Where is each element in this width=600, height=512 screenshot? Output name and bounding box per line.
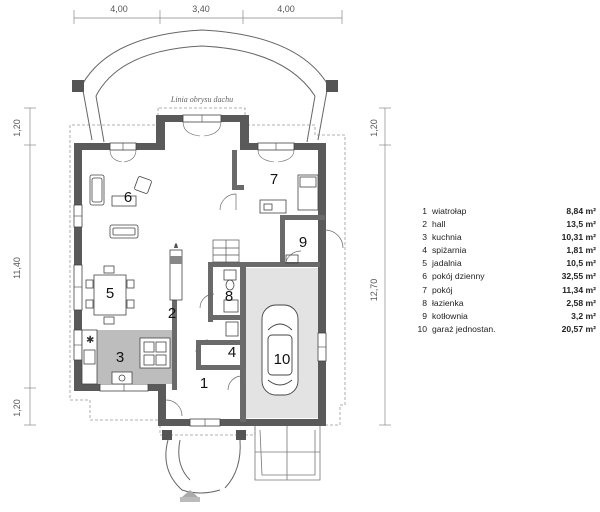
legend-room-number: 9 [422, 310, 427, 321]
legend-room-number: 6 [422, 271, 427, 282]
front-bay-arcs [81, 29, 329, 494]
legend-row: 4 spiżarnia 1,81 m² [408, 244, 596, 257]
bathroom-fixtures [223, 269, 239, 337]
legend-row: 8 łazienka 2,58 m² [408, 297, 596, 310]
legend-room-name: pokój [432, 284, 453, 295]
room-label-6: 6 [124, 189, 132, 206]
legend-room-area: 8,84 m² [566, 206, 596, 216]
entrance-arrow [180, 490, 200, 502]
front-steps [254, 425, 321, 481]
room-labels: 1 2 3 4 5 6 7 8 9 10 [106, 171, 307, 392]
legend-room-area: 1,81 m² [566, 245, 596, 256]
legend-room-number: 5 [422, 258, 427, 269]
room-label-7: 7 [270, 171, 278, 188]
legend-row: 2 hall 13,5 m² [408, 218, 596, 231]
room-label-5: 5 [106, 285, 114, 302]
legend-room-area: 32,55 m² [561, 271, 596, 282]
window-sash-lines [74, 115, 326, 426]
garage-car [261, 304, 299, 396]
dimension-left-2: 11,40 [12, 257, 22, 279]
legend-room-number: 7 [422, 284, 427, 295]
legend-room-name: wiatrołap [432, 206, 467, 216]
dimension-lines [24, 10, 391, 426]
legend-room-number: 2 [422, 219, 427, 230]
legend-room-area: 13,5 m² [566, 219, 596, 230]
room-label-10: 10 [274, 351, 291, 368]
room-label-2: 2 [168, 305, 176, 322]
bay-columns [72, 80, 338, 440]
legend-room-number: 1 [422, 206, 427, 216]
room-label-3: 3 [116, 349, 124, 366]
legend-row: 10 garaż jednostan. 20,57 m² [408, 323, 596, 336]
legend-row: 9 kotłownia 3,2 m² [408, 310, 596, 323]
legend-room-number: 4 [422, 245, 427, 256]
legend-room-area: 3,2 m² [571, 310, 596, 321]
legend-room-area: 2,58 m² [566, 297, 596, 308]
legend-room-number: 3 [422, 232, 427, 243]
legend-room-area: 10,31 m² [561, 232, 596, 243]
room7-furniture [259, 174, 319, 214]
dimension-top-3: 4,00 [277, 4, 295, 14]
legend-row: 6 pokój dzienny 32,55 m² [408, 270, 596, 283]
room-label-8: 8 [225, 288, 233, 305]
roof-outline-label: Linia obrysu dachu [170, 95, 233, 104]
legend-room-name: spiżarnia [432, 245, 467, 256]
interior-walls [172, 150, 325, 422]
legend-room-name: kuchnia [432, 232, 462, 243]
door-swings [165, 193, 344, 417]
legend-room-name: łazienka [432, 297, 464, 308]
legend-room-area: 10,5 m² [566, 258, 596, 269]
dimension-left-1: 1,20 [12, 119, 22, 137]
living-furniture [89, 174, 152, 239]
legend-room-name: hall [432, 219, 446, 230]
legend-room-name: kotłownia [432, 310, 468, 321]
dining-furniture [85, 265, 135, 325]
dimension-right-2: 12,70 [369, 279, 379, 302]
legend-row: 5 jadalnia 10,5 m² [408, 257, 596, 270]
room-label-4: 4 [228, 344, 236, 361]
dimension-top-2: 3,40 [192, 4, 210, 14]
dimension-left-3: 1,20 [12, 399, 22, 417]
fireplace [169, 243, 183, 301]
legend-room-number: 8 [422, 297, 427, 308]
stairs [212, 239, 240, 263]
legend-room-area: 11,34 m² [562, 284, 596, 295]
boiler-unit [285, 254, 299, 264]
legend-row: 1 wiatrołap 8,84 m² [408, 205, 596, 218]
legend-row: 3 kuchnia 10,31 m² [408, 231, 596, 244]
kitchen-star-symbol: ✱ [86, 335, 94, 346]
dimension-right-1: 1,20 [369, 119, 379, 137]
dimension-top-1: 4,00 [110, 4, 128, 14]
room-label-1: 1 [200, 375, 208, 392]
balcony-door-swings [109, 121, 295, 163]
kitchen-furniture [81, 329, 171, 385]
legend-room-name: jadalnia [432, 258, 462, 269]
legend-room-area: 20,57 m² [561, 323, 596, 334]
legend-room-name: garaż jednostan. [432, 323, 496, 334]
legend-room-name: pokój dzienny [432, 271, 485, 282]
room-legend: 1 wiatrołap 8,84 m² 2 hall 13,5 m² 3 kuchnia 10,… [408, 205, 596, 336]
legend-row: 7 pokój 11,34 m² [408, 284, 596, 297]
room-label-9: 9 [299, 234, 307, 251]
legend-room-number: 10 [417, 323, 427, 334]
